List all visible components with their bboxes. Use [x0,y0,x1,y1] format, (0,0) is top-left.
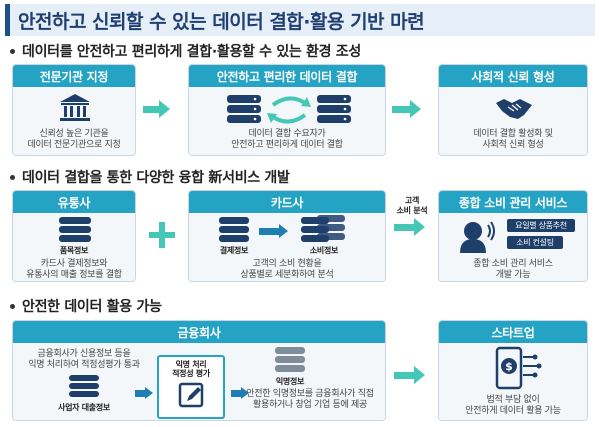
service-chip: 소비 컨설팅 [507,236,563,249]
person-speaking-icon [460,221,495,253]
box-social-trust: 사회적 신뢰 형성 데이터 결합 활성화 및 사회적 신뢰 형성 [438,64,588,156]
anonymization-evaluation-box: 익명 처리 적정성 평가 [157,355,225,419]
arrow-right-icon [259,224,288,238]
box-financial-company: 금융회사 금융회사가 신용정보 등을 익명 처리하여 적정성평가 통과 사업자 … [12,320,386,421]
arrow-right-icon [231,387,249,399]
box-title: 안전하고 편리한 데이터 결합 [189,65,385,87]
box-desc: 데이터 결합 수요자가 안전하고 편리하게 데이터 결합 [231,129,343,150]
box-expert-agency: 전문기관 지정 신뢰성 높은 기관을 데이터 전문기관으로 지정 [12,64,136,156]
box-desc: 법적 부담 없이 안전하게 데이터 활용 가능 [465,395,561,416]
box-card-company: 카드사 결제정보 소비정보 고객의 소비 현황을 상품별로 세분 [188,190,386,282]
bank-icon [60,94,90,121]
box-desc: 고객의 소비 현황을 상품별로 세분화하여 분석 [240,259,334,280]
box-title: 전문기관 지정 [13,65,135,87]
box-desc: 안전한 익명정보를 금융회사가 직접 활용하거나 창업 기업 등에 제공 [246,389,374,410]
page-title: 안전하고 신뢰할 수 있는 데이터 결합·활용 기반 마련 [18,10,425,33]
box-desc: 종합 소비 관리 서비스 개발 가능 [473,259,553,280]
box-title: 금융회사 [13,321,385,343]
db-label: 결제정보 [219,246,249,255]
bullet-icon [10,303,15,309]
plus-icon [149,222,175,248]
arrow-right-icon [394,366,425,384]
box-distributor: 유통사 품목정보 카드사 결제정보와 유통사의 매출 정보를 결합 [12,190,136,282]
service-chip: 요일별 상품추천 [507,219,575,232]
arrow-label: 고객 소비 분석 [396,196,428,215]
section2-heading: 데이터 결합을 통한 다양한 융합 新서비스 개발 [10,167,290,187]
box-title: 사회적 신뢰 형성 [439,65,587,87]
box-data-combine: 안전하고 편리한 데이터 결합 데이터 결합 수요자가 안전하고 편리하게 데이… [188,64,386,156]
db-label: 품목정보 [59,246,89,255]
arrow-right-icon [143,100,170,118]
box-title: 카드사 [189,191,385,213]
bullet-icon [10,174,15,180]
box-desc: 카드사 결제정보와 유통사의 매출 정보를 결합 [26,259,122,280]
database-exchange-icon [227,95,351,124]
box-title: 종합 소비 관리 서비스 [439,191,587,213]
db-label: 사업자 대출정보 [58,403,110,412]
arrow-right-icon [135,387,153,399]
mobile-money-icon: $ [495,346,542,390]
database-stack-icon [301,215,345,242]
box-consumption-service: 종합 소비 관리 서비스 요일별 상품추천 소비 컨설팅 종합 소비 관리 서비… [438,190,588,282]
box-title: 스타트업 [439,321,587,343]
database-icon [275,347,305,372]
handshake-icon [496,99,532,119]
edit-document-icon [178,382,204,408]
box-desc: 데이터 결합 활성화 및 사회적 신뢰 형성 [473,129,553,150]
page-title-bar: 안전하고 신뢰할 수 있는 데이터 결합·활용 기반 마련 [5,4,595,36]
svg-text:$: $ [505,360,513,373]
database-icon [59,217,91,242]
eval-label: 익명 처리 적정성 평가 [172,360,210,378]
section3-heading: 안전한 데이터 활용 가능 [10,296,162,316]
arrow-right-icon [392,100,421,118]
box-desc: 금융회사가 신용정보 등을 익명 처리하여 적정성평가 통과 [28,349,140,370]
section1-heading: 데이터를 안전하고 편리하게 결합·활용할 수 있는 환경 조성 [10,41,361,61]
db-label: 소비정보 [309,246,339,255]
db-label: 익명정보 [275,377,305,386]
bullet-icon [10,48,15,54]
database-icon [69,375,99,397]
box-desc: 신뢰성 높은 기관을 데이터 전문기관으로 지정 [27,129,121,150]
database-icon [219,217,249,242]
box-title: 유통사 [13,191,135,213]
arrow-right-icon [394,218,425,236]
box-startup: 스타트업 $ 법적 부담 없이 안전하게 데이터 활용 가능 [438,320,588,421]
